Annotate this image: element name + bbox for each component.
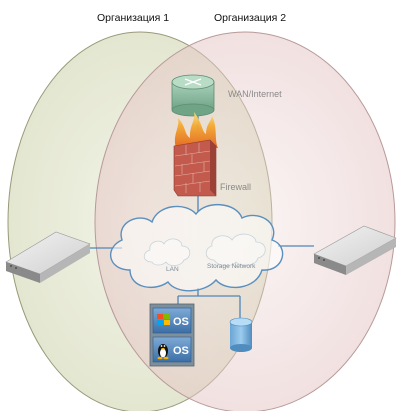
network-cloud-icon <box>109 203 284 292</box>
organization-1-label: Организация 1 <box>97 12 169 24</box>
storage-cloud-icon <box>205 233 266 266</box>
windows-os-label: OS <box>173 316 189 328</box>
rack-server-left-icon <box>5 231 91 283</box>
router-icon <box>171 74 215 117</box>
lan-cloud-icon <box>143 238 191 266</box>
rack-server-right-icon <box>313 225 397 275</box>
database-cylinder-icon <box>229 317 253 352</box>
storage-network-label: Storage Network <box>207 263 256 270</box>
firewall-icon <box>173 112 218 197</box>
organization-2-label: Организация 2 <box>214 12 286 24</box>
lan-label: LAN <box>166 266 179 273</box>
router-label: WAN/Internet <box>228 89 282 99</box>
firewall-label: Firewall <box>220 182 251 192</box>
linux-os-label: OS <box>173 345 189 357</box>
linux-tux-icon <box>157 344 169 360</box>
windows-logo-icon <box>157 314 170 325</box>
